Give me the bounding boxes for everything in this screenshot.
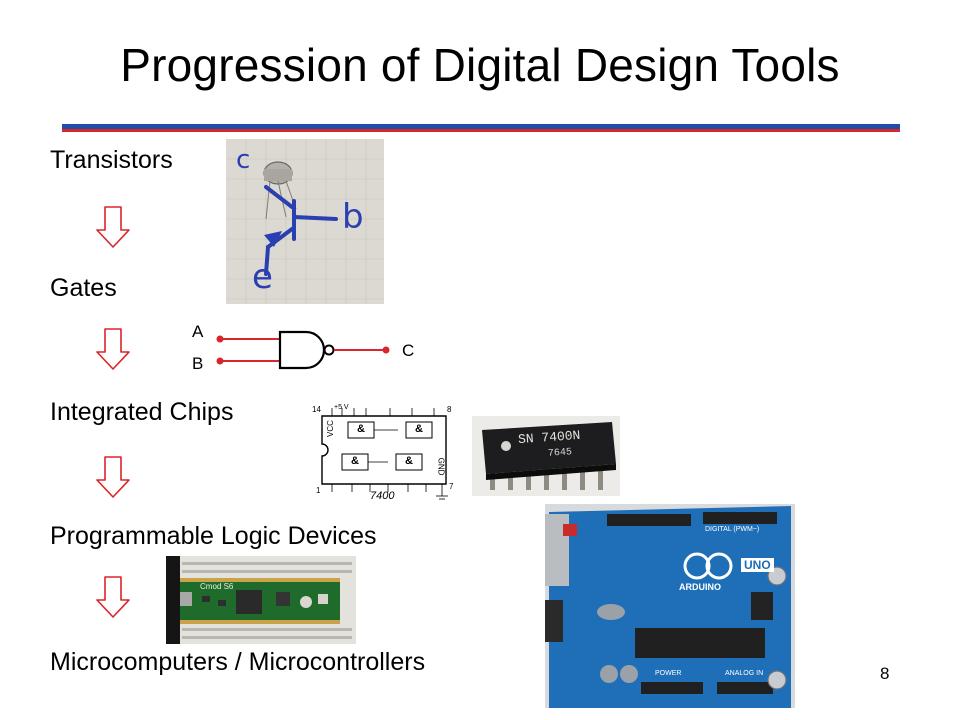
- fpga-board-label: Cmod S6: [200, 582, 234, 591]
- chip-pinout-diagram: 14 +5 V 8 VCC GND & & & & 1 7 7400: [308, 404, 458, 504]
- transistor-label-e: e: [252, 257, 273, 297]
- chip-supply-label: +5 V: [334, 404, 349, 411]
- arduino-analog-label: ANALOG IN: [725, 670, 764, 677]
- arduino-model-label: UNO: [741, 558, 774, 572]
- down-arrow-icon: [96, 576, 130, 618]
- transistor-sketch-image: c b e: [226, 139, 384, 304]
- chip-pin-7-label: 7: [449, 482, 454, 491]
- title-underline-blue: [62, 124, 900, 129]
- chip-gate-symbol: &: [357, 423, 365, 435]
- chip-photo-image: SN 7400N 7645: [472, 416, 620, 496]
- chip-vcc-label: VCC: [325, 420, 335, 437]
- chip-gnd-label: GND: [436, 457, 446, 476]
- down-arrow-icon: [96, 206, 130, 248]
- arduino-power-label: POWER: [655, 670, 682, 677]
- gate-input-b-label: B: [192, 354, 204, 373]
- arduino-brand-label: ARDUINO: [679, 582, 721, 592]
- step-gates: Gates: [50, 274, 117, 302]
- chip-pin-1-label: 1: [316, 486, 321, 495]
- step-programmable-logic-devices: Programmable Logic Devices: [50, 522, 377, 550]
- chip-gate-symbol: &: [351, 455, 359, 467]
- gate-output-c-label: C: [402, 341, 415, 360]
- down-arrow-icon: [96, 456, 130, 498]
- chip-gate-symbol: &: [405, 455, 413, 467]
- page-number: 8: [880, 664, 890, 683]
- step-microcontrollers: Microcomputers / Microcontrollers: [50, 648, 426, 676]
- transistor-label-c: c: [236, 145, 251, 175]
- gate-input-a-label: A: [192, 322, 204, 341]
- chip-gate-symbol: &: [415, 423, 423, 435]
- slide-title: Progression of Digital Design Tools: [120, 39, 840, 91]
- down-arrow-icon: [96, 328, 130, 370]
- chip-pin-8-label: 8: [447, 405, 452, 414]
- step-transistors: Transistors: [50, 146, 173, 174]
- arduino-digital-label: DIGITAL (PWM~): [705, 526, 760, 533]
- transistor-label-b: b: [342, 197, 364, 237]
- nand-gate-diagram: A B C: [190, 320, 430, 380]
- title-underline-red: [62, 129, 900, 132]
- chip-photo-code: 7645: [547, 447, 573, 460]
- step-integrated-chips: Integrated Chips: [50, 398, 234, 426]
- chip-pin-14-label: 14: [312, 405, 321, 414]
- chip-part-label: 7400: [370, 490, 395, 502]
- fpga-board-image: Cmod S6: [166, 556, 356, 644]
- arduino-board-image: DIGITAL (PWM~) ARDUINO UNO POWER ANALOG …: [545, 504, 795, 708]
